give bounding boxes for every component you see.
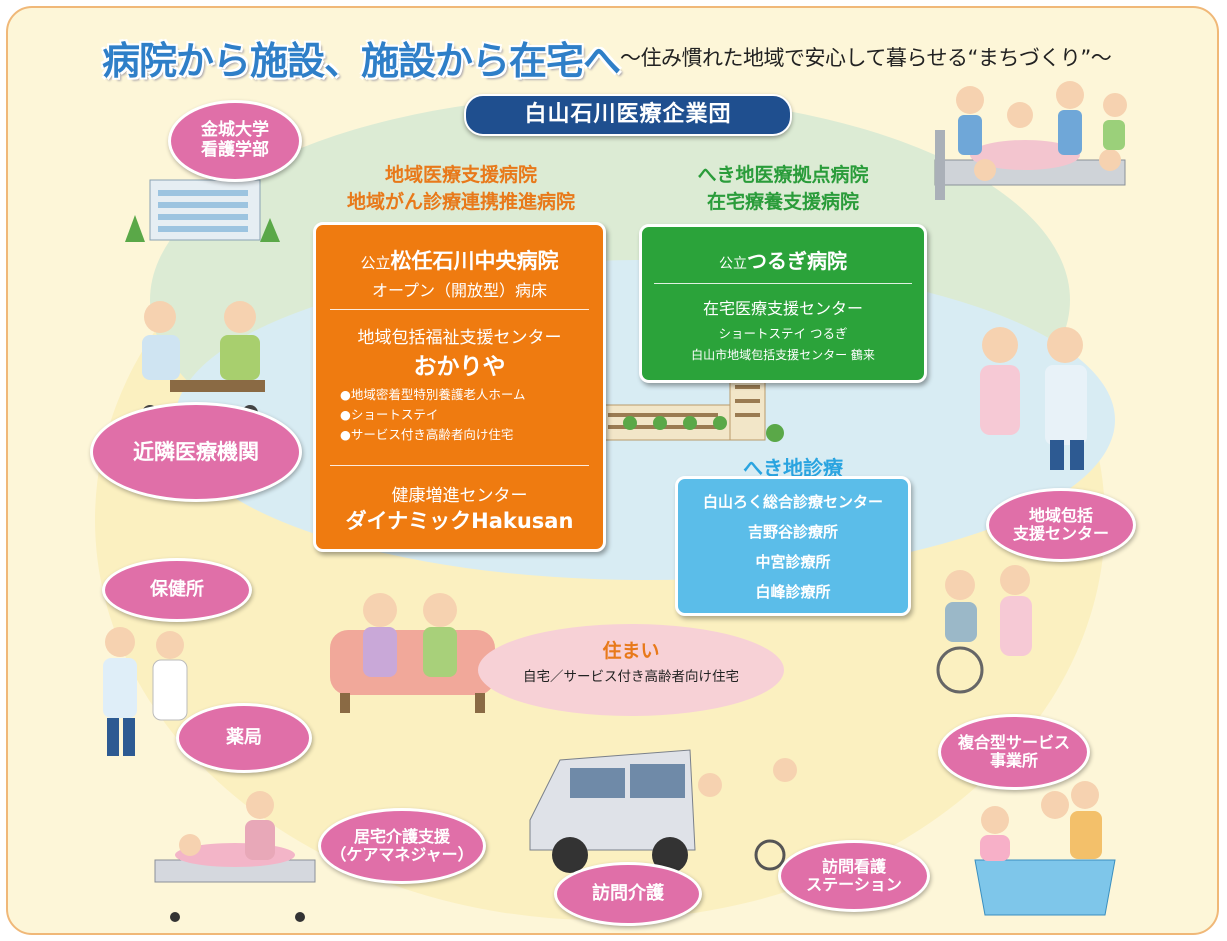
bathing-service-illustration: [974, 781, 1116, 916]
green-hospital-name: つるぎ病院: [747, 249, 847, 273]
clinic-chugu: 中宮診療所: [755, 553, 831, 571]
page-subtitle: ～住み慣れた地域で安心して暮らせる“まちづくり”～: [620, 46, 1112, 70]
home-medical-center: 在宅医療支援センター: [702, 299, 863, 318]
node-care-manager-line2: （ケアマネジャー）: [330, 845, 474, 864]
nurse-doctor-illustration: [980, 327, 1087, 470]
node-care-manager-line1: 居宅介護支援: [353, 826, 450, 846]
node-multi-service-line1: 複合型サービス: [957, 732, 1070, 752]
node-home-care: 訪問介護: [554, 862, 702, 926]
node-care-manager: 居宅介護支援 （ケアマネジャー）: [318, 808, 486, 884]
node-nursing-line1: 訪問看護: [821, 856, 886, 876]
health-center-label: 健康増進センター: [391, 486, 528, 506]
orange-hospital-heading: 公立松任石川中央病院: [316, 245, 603, 275]
node-regional-support-line1: 地域包括: [1028, 505, 1093, 525]
node-multi-service-line2: 事業所: [989, 751, 1038, 770]
green-divider: [654, 283, 912, 284]
matto-ishikawa-hospital-box: 公立松任石川中央病院 オープン（開放型）病床 地域包括福祉支援センター おかりや…: [313, 222, 606, 552]
role-regional-support-hospital: 地域医療支援病院: [384, 164, 537, 186]
clinic-hakusanroku: 白山ろく総合診療センター: [702, 493, 883, 511]
housing-detail: 自宅／サービス付き高齢者向け住宅: [523, 669, 739, 685]
welfare-center-name: おかりや: [413, 354, 506, 380]
node-nursing-line2: ステーション: [806, 875, 902, 894]
node-nursing-station: 訪問看護 ステーション: [778, 840, 930, 912]
bullet-senior-housing: ●サービス付き高齢者向け住宅: [340, 427, 514, 442]
role-remote-medical-hospital: へき地医療拠点病院: [697, 164, 869, 186]
node-university-line1: 金城大学: [201, 120, 269, 141]
health-center-name: ダイナミックHakusan: [345, 509, 574, 533]
tsurugi-hospital-box: 公立つるぎ病院 在宅医療支援センター ショートステイ つるぎ 白山市地域包括支援…: [639, 224, 927, 383]
university-building-icon: [125, 179, 280, 242]
green-roles: へき地医療拠点病院 在宅療養支援病院: [639, 162, 927, 216]
welfare-center-bullets: ●地域密着型特別養護老人ホーム ●ショートステイ ●サービス付き高齢者向け住宅: [340, 385, 526, 445]
group-name-badge: 白山石川医療企業団: [464, 94, 792, 136]
role-home-care-support-hospital: 在宅療養支援病院: [706, 191, 859, 213]
role-cancer-care-hospital: 地域がん診療連携推進病院: [346, 191, 575, 213]
green-hospital-heading: 公立つるぎ病院: [642, 245, 924, 274]
bullet-short-stay: ●ショートステイ: [340, 407, 439, 422]
health-staff-illustration: [103, 627, 188, 756]
orange-divider-2: [330, 465, 589, 466]
node-multi-service: 複合型サービス 事業所: [938, 714, 1090, 790]
welfare-van-illustration: [529, 749, 797, 873]
node-nearby-medical: 近隣医療機関: [90, 402, 302, 502]
node-regional-support-line2: 支援センター: [1012, 524, 1109, 543]
home-care-bed-illustration: [154, 791, 316, 922]
green-hospital-prefix: 公立: [719, 256, 747, 272]
orange-roles: 地域医療支援病院 地域がん診療連携推進病院: [313, 162, 609, 216]
clinic-yoshinodani: 吉野谷診療所: [747, 523, 838, 541]
clinic-shiramine: 白峰診療所: [755, 583, 831, 601]
short-stay-tsurugi: ショートステイ つるぎ: [718, 326, 848, 341]
bullet-nursing-home: ●地域密着型特別養護老人ホーム: [340, 387, 526, 402]
node-regional-support: 地域包括 支援センター: [986, 488, 1136, 562]
orange-hospital-prefix: 公立: [360, 254, 391, 272]
family-bedside-illustration: [934, 81, 1127, 200]
node-kinjo-university: 金城大学 看護学部: [168, 100, 302, 182]
node-pharmacy: 薬局: [176, 703, 312, 773]
node-health-center: 保健所: [102, 558, 252, 622]
node-university-line2: 看護学部: [201, 140, 269, 160]
regional-center-tsurugi: 白山市地域包括支援センター 鶴来: [691, 348, 875, 362]
page-title: 病院から施設、施設から在宅へ: [102, 39, 621, 83]
orange-hospital-name: 松任石川中央病院: [390, 249, 559, 273]
remote-clinics-box: 白山ろく総合診療センター 吉野谷診療所 中宮診療所 白峰診療所: [675, 476, 911, 616]
elderly-couple-sofa-illustration: [330, 593, 495, 713]
wheelchair-caregiver-illustration: [936, 565, 1032, 694]
open-bed-note: オープン（開放型）病床: [371, 281, 548, 300]
welfare-center-label: 地域包括福祉支援センター: [357, 328, 562, 348]
orange-divider-1: [330, 309, 589, 310]
housing-title: 住まい: [602, 640, 660, 662]
housing-region: [478, 624, 784, 716]
